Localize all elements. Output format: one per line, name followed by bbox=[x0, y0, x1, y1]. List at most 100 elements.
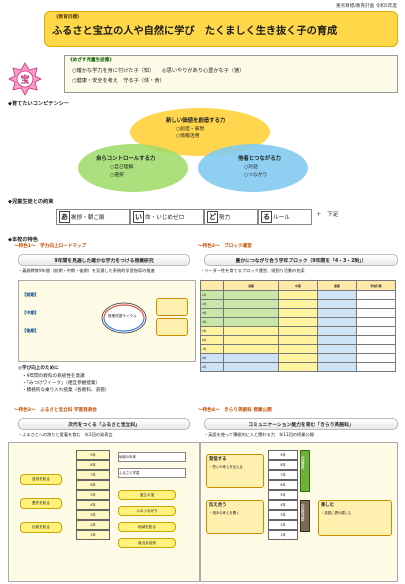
feature1-note: ・義務教育9年間（前期・中期・後期）を見通した系統的学習指導の推進 bbox=[18, 268, 155, 273]
f1b-item-3: ・積極的な乗り入れ授業（各教科、道徳） bbox=[22, 388, 110, 393]
feature3-note: ・ふるさとへの誇りと愛着を育む 年2回の発表会 bbox=[18, 432, 113, 437]
feature2-table: 前期 中期 後期 学校行事 1年 2年 3年 4年 5年 6年 7年 8年 9年 bbox=[199, 280, 397, 372]
f4-grade-3: 3年 bbox=[268, 510, 298, 520]
f2-row-2: 2年 bbox=[199, 299, 225, 309]
pledge-key-2: い bbox=[133, 211, 144, 223]
f2-th-0 bbox=[199, 280, 225, 291]
ellipse-self bbox=[78, 144, 188, 192]
feature1-tag: ～特色1～ 学力向上ロードマップ bbox=[14, 244, 87, 249]
feature3-banner: 次代をつくる「ふるさと宝立科」 bbox=[18, 418, 190, 430]
f4-box-2-text: ・相手の考えを聞く bbox=[209, 511, 240, 515]
f4-col-a-bar bbox=[300, 450, 310, 492]
f3-grade-stack: 9年 8年 7年 6年 5年 4年 3年 2年 1年 bbox=[76, 450, 110, 540]
feature4-note: ・英語を使って積極的に人と関わる力 年11回の授業公開 bbox=[204, 432, 314, 437]
f1-cycle-diagram bbox=[101, 302, 147, 334]
pledge-item-2: い命・いじめゼロ bbox=[130, 209, 204, 225]
emblem-char: 宝 bbox=[20, 74, 29, 86]
f4-box-3 bbox=[318, 500, 392, 536]
f1-cycle-label: 授業改善サイクル bbox=[108, 314, 137, 318]
f3-side-2: 歴史を知る bbox=[20, 498, 62, 509]
self-title: 自らコントロールする力 bbox=[96, 156, 156, 162]
f3-label-1: 地域の未来 bbox=[118, 452, 186, 462]
f3-grade-6: 6年 bbox=[76, 480, 110, 490]
f4-grade-4: 4年 bbox=[268, 500, 298, 510]
pledge-key-4: る bbox=[261, 211, 272, 223]
pledge-text-4: ルール bbox=[273, 215, 290, 221]
f1-note-box-1 bbox=[156, 298, 188, 316]
school-header: 重点目標/教育計画 令和5年度 bbox=[335, 4, 397, 9]
ellipse-others bbox=[198, 144, 308, 192]
pledge-text-3: 努力 bbox=[219, 215, 231, 221]
pledge-item-3: ど努力 bbox=[204, 209, 258, 225]
f2-row-7: 7年 bbox=[199, 344, 225, 354]
title-tag: 《教育目標》 bbox=[54, 15, 82, 20]
f4-grade-6: 6年 bbox=[268, 480, 298, 490]
f2-row-3: 3年 bbox=[199, 308, 225, 318]
f3-label-6: 身近な自然 bbox=[118, 538, 176, 548]
f4-grade-stack: 9年 8年 7年 6年 5年 4年 3年 2年 1年 bbox=[268, 450, 298, 540]
pledge-item-4: るルール bbox=[258, 209, 312, 225]
f2-row-5: 5年 bbox=[199, 326, 225, 336]
feature2-banner: 豊かにつながり合う学年ブロック（9年間を「4・3・2制」） bbox=[204, 254, 398, 266]
pledge-text-1: 挨拶・朝ご飯 bbox=[71, 215, 105, 221]
features-heading: ◆本校の特色 bbox=[8, 237, 38, 243]
f3-side-1: 自然を知る bbox=[20, 474, 62, 485]
f4-col-b: 外国語活動 bbox=[300, 504, 305, 521]
f3-label-2: ふるさと学習 bbox=[118, 468, 186, 478]
feature3-tag: ～特色3～ ふるさと宝立科 学習発表会 bbox=[14, 408, 97, 413]
pledge-item-5: ＋ 下足 bbox=[316, 212, 339, 218]
self-item-1: ○自己理解 bbox=[110, 165, 134, 170]
f4-box-1-title: 発信する bbox=[209, 457, 227, 462]
f3-grade-7: 7年 bbox=[76, 470, 110, 480]
f2-th-3: 後期 bbox=[316, 280, 357, 291]
f4-box-1 bbox=[206, 454, 264, 488]
f1-note-box-2 bbox=[156, 318, 188, 336]
f2-th-1: 前期 bbox=[223, 280, 279, 291]
f1b-title: ◎学び向上のために bbox=[18, 366, 59, 371]
feature2-note: ・リーダー性を育てるブロック運営、縦割り活動の充実 bbox=[200, 268, 305, 273]
f4-col-b-bar bbox=[300, 500, 310, 532]
f1-step-2: 【中期】 bbox=[22, 310, 39, 315]
feature1-banner: 9年間を見通した確かな学力をつける授業研究 bbox=[18, 254, 190, 266]
f3-grade-9: 9年 bbox=[76, 450, 110, 460]
f2-row-8: 8年 bbox=[199, 353, 225, 363]
feature2-tag: ～特色2～ ブロック運営 bbox=[198, 244, 252, 249]
pledge-key-3: ど bbox=[207, 211, 218, 223]
f4-grade-2: 2年 bbox=[268, 520, 298, 530]
f2-th-4: 学校行事 bbox=[355, 280, 397, 291]
others-title: 他者とつながる力 bbox=[238, 156, 281, 162]
f4-box-3-title: 楽しむ bbox=[321, 503, 335, 508]
f4-grade-8: 8年 bbox=[268, 460, 298, 470]
f2-th-2: 中期 bbox=[277, 280, 318, 291]
f1b-item-2: ・「みつけワイーク」（相互参観授業） bbox=[22, 381, 101, 386]
pledge-text-2: 命・いじめゼロ bbox=[145, 215, 185, 221]
f4-grade-1: 1年 bbox=[268, 530, 298, 540]
goals-line-1: ○確かな学力を身に付けた子（知） ◎思いやりがあり心豊かな子（徳） bbox=[72, 68, 245, 74]
pledge-heading: ◆児童生徒との約束 bbox=[8, 199, 54, 205]
pledge-key-1: あ bbox=[59, 211, 70, 223]
f1-step-1: 【前期】 bbox=[22, 292, 39, 297]
f1b-item-1: ・9年間の教科の系統性を意識 bbox=[22, 374, 85, 379]
f4-col-a: 外国語科 bbox=[300, 456, 305, 470]
feature4-tag: ～特色4～ きらり英語科 授業公開 bbox=[198, 408, 272, 413]
create-item-1: ○創造・表現 bbox=[176, 127, 205, 132]
f3-side-3: 伝統を知る bbox=[20, 522, 62, 533]
f3-label-5: 地域を知る bbox=[118, 522, 176, 532]
f4-grade-7: 7年 bbox=[268, 470, 298, 480]
f4-grade-9: 9年 bbox=[268, 450, 298, 460]
f2-row-6: 6年 bbox=[199, 335, 225, 345]
competency-heading: ◆育てたいコンピテンシー bbox=[8, 101, 70, 107]
create-title: 新しい価値を創造する力 bbox=[166, 118, 226, 124]
f2-row-1: 1年 bbox=[199, 290, 225, 300]
f2-row-9: 9年 bbox=[199, 362, 225, 372]
f4-box-2 bbox=[206, 500, 264, 534]
f4-box-3-text: ・英語に慣れ親しむ bbox=[321, 511, 352, 515]
f4-box-2-title: 伝え合う bbox=[209, 503, 227, 508]
create-item-2: ○情報活用 bbox=[176, 134, 200, 139]
page-title: ふるさと宝立の人や自然に学び たくましく生き抜く子の育成 bbox=[52, 26, 338, 37]
goals-tag: 《めざす児童生徒像》 bbox=[68, 58, 114, 63]
f3-grade-2: 2年 bbox=[76, 520, 110, 530]
f1-step-3: 【後期】 bbox=[22, 328, 39, 333]
f3-label-4: 人のつながり bbox=[118, 506, 176, 516]
others-item-2: ○つながり bbox=[244, 173, 268, 178]
